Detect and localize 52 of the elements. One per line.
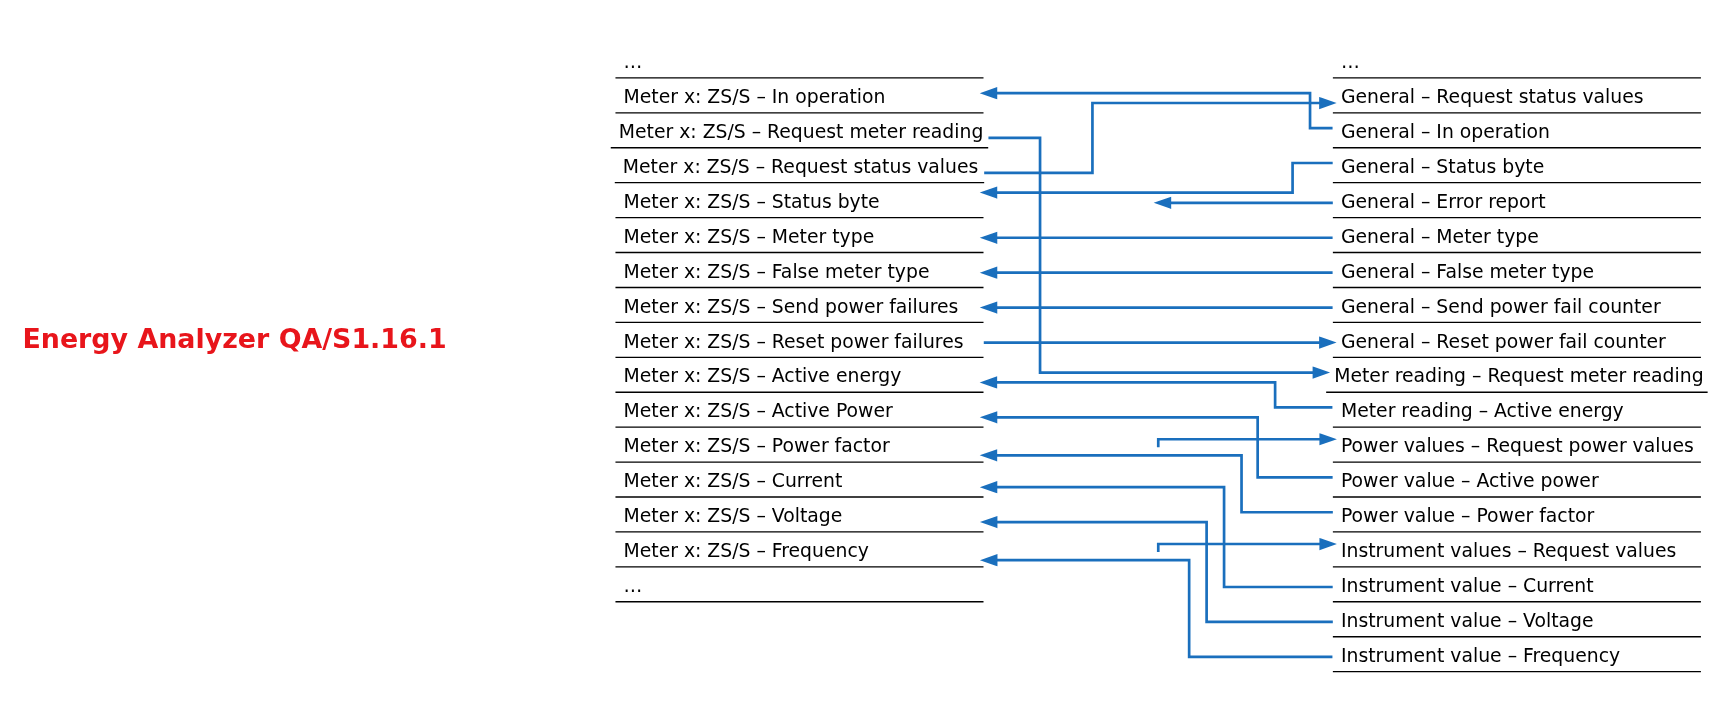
node-text: … [1340, 51, 1360, 73]
node-text: Meter x: ZS/S – Active energy [623, 365, 902, 387]
arrow [1156, 433, 1337, 448]
node-text: General – Send power fail counter [1340, 295, 1661, 317]
node-text: Meter x: ZS/S – Meter type [623, 225, 875, 247]
node-text: Meter reading – Request meter reading [1334, 365, 1704, 387]
node-text: General – False meter type [1340, 260, 1595, 282]
node-text: Meter x: ZS/S – False meter type [623, 260, 930, 282]
node-text: Meter x: ZS/S – Request status values [622, 155, 979, 177]
node-text: Instrument values – Request values [1340, 540, 1677, 562]
arrow [979, 554, 1333, 659]
node-text: Meter x: ZS/S – Request meter reading [618, 120, 984, 142]
node-text: Instrument value – Current [1340, 574, 1594, 596]
arrow [984, 96, 1337, 175]
node-text: General – Meter type [1340, 225, 1539, 247]
arrow [979, 301, 1333, 314]
arrow [1153, 196, 1333, 209]
arrow [979, 481, 1333, 589]
node-text: Meter x: ZS/S – Current [623, 470, 843, 492]
node-text: Instrument value – Voltage [1340, 609, 1594, 631]
node-text: Meter x: ZS/S – Send power failures [623, 295, 959, 317]
node-text: Meter reading – Active energy [1340, 400, 1624, 422]
arrow [979, 231, 1333, 244]
arrow [979, 515, 1333, 624]
node-text: Instrument value – Frequency [1340, 644, 1621, 666]
node-text: General – Request status values [1340, 86, 1644, 108]
node-text: Meter x: ZS/S – Reset power failures [623, 330, 964, 352]
node-text: General – Reset power fail counter [1340, 330, 1666, 352]
node-text: Power value – Power factor [1340, 505, 1595, 527]
arrow [979, 87, 1333, 130]
arrow [979, 376, 1333, 409]
arrow [979, 411, 1333, 479]
arrow [979, 449, 1333, 514]
node-text: Meter x: ZS/S – Active Power [623, 400, 893, 422]
node-text: General – Error report [1340, 190, 1546, 212]
node-text: Meter x: ZS/S – Status byte [623, 190, 880, 212]
node-text: … [623, 574, 643, 596]
node-text: Meter x: ZS/S – Voltage [623, 505, 843, 527]
node-text: … [623, 51, 643, 73]
arrow [1156, 537, 1337, 552]
arrow [979, 266, 1333, 279]
node-text: General – Status byte [1340, 155, 1545, 177]
node-text: Meter x: ZS/S – In operation [623, 86, 886, 108]
node-text: Power values – Request power values [1340, 435, 1694, 457]
arrow [979, 161, 1333, 199]
arrow [983, 336, 1337, 349]
arrow [988, 136, 1331, 379]
node-text: General – In operation [1340, 120, 1551, 142]
node-text: Meter x: ZS/S – Power factor [623, 435, 890, 457]
node-text: Power value – Active power [1340, 470, 1599, 492]
node-text: Meter x: ZS/S – Frequency [623, 540, 869, 562]
label: Energy Analyzer QA/S1.16.1 [22, 322, 447, 354]
